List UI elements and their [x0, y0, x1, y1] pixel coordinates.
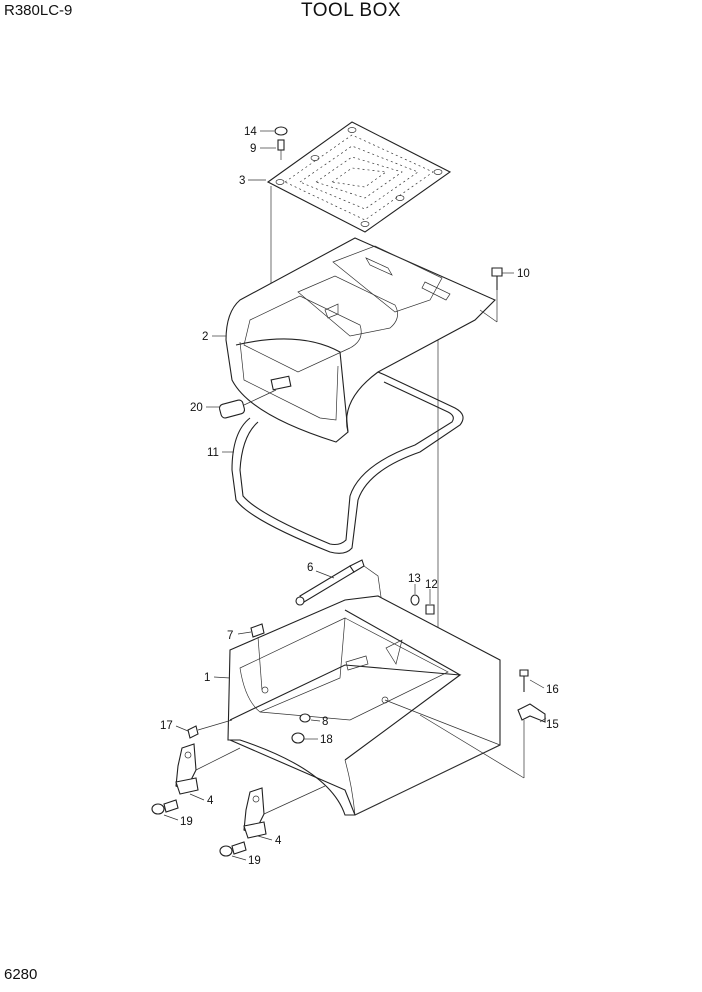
page-number: 6280 [4, 966, 38, 983]
latch-right [243, 785, 326, 839]
callout-18: 18 [320, 734, 333, 746]
callout-15: 15 [546, 719, 559, 731]
callout-14: 14 [244, 126, 257, 138]
callout-6: 6 [307, 562, 313, 574]
page-title: TOOL BOX [300, 0, 402, 21]
body-bolt [187, 719, 233, 739]
callout-8: 8 [322, 716, 328, 728]
callout-19b: 19 [248, 855, 261, 867]
callout-4b: 4 [275, 835, 282, 847]
model-label: R380LC-9 [4, 2, 73, 19]
callout-11: 11 [207, 447, 219, 459]
callout-labels: 14 9 3 2 10 20 11 6 13 12 7 1 16 15 17 8… [160, 126, 559, 867]
tool-box-body [227, 595, 501, 816]
leader-lines [163, 130, 547, 861]
cover-bolt [479, 267, 503, 323]
latch-bolt-left [151, 799, 179, 815]
callout-17: 17 [160, 720, 173, 732]
gas-strut [295, 559, 391, 661]
grommet [218, 389, 277, 419]
callout-13: 13 [408, 573, 421, 585]
latch-bolt-right [219, 841, 247, 857]
tool-box-cover [225, 237, 496, 443]
strut-clip [250, 623, 265, 691]
callout-10: 10 [517, 268, 530, 280]
callout-2: 2 [202, 331, 208, 343]
callout-1: 1 [204, 672, 210, 684]
callout-20: 20 [190, 402, 203, 414]
latch-left [175, 743, 241, 795]
mat-bolt [274, 126, 288, 160]
washer-nut [410, 594, 435, 615]
callout-7: 7 [227, 630, 233, 642]
callout-3: 3 [239, 175, 245, 187]
callout-19a: 19 [180, 816, 193, 828]
rubber-stoppers [291, 713, 311, 744]
callout-16: 16 [546, 684, 559, 696]
callout-12: 12 [425, 579, 438, 591]
seal-gasket [231, 371, 464, 554]
callout-4a: 4 [207, 795, 214, 807]
callout-9: 9 [250, 143, 256, 155]
side-bracket [419, 669, 546, 779]
floor-mat [266, 121, 452, 233]
